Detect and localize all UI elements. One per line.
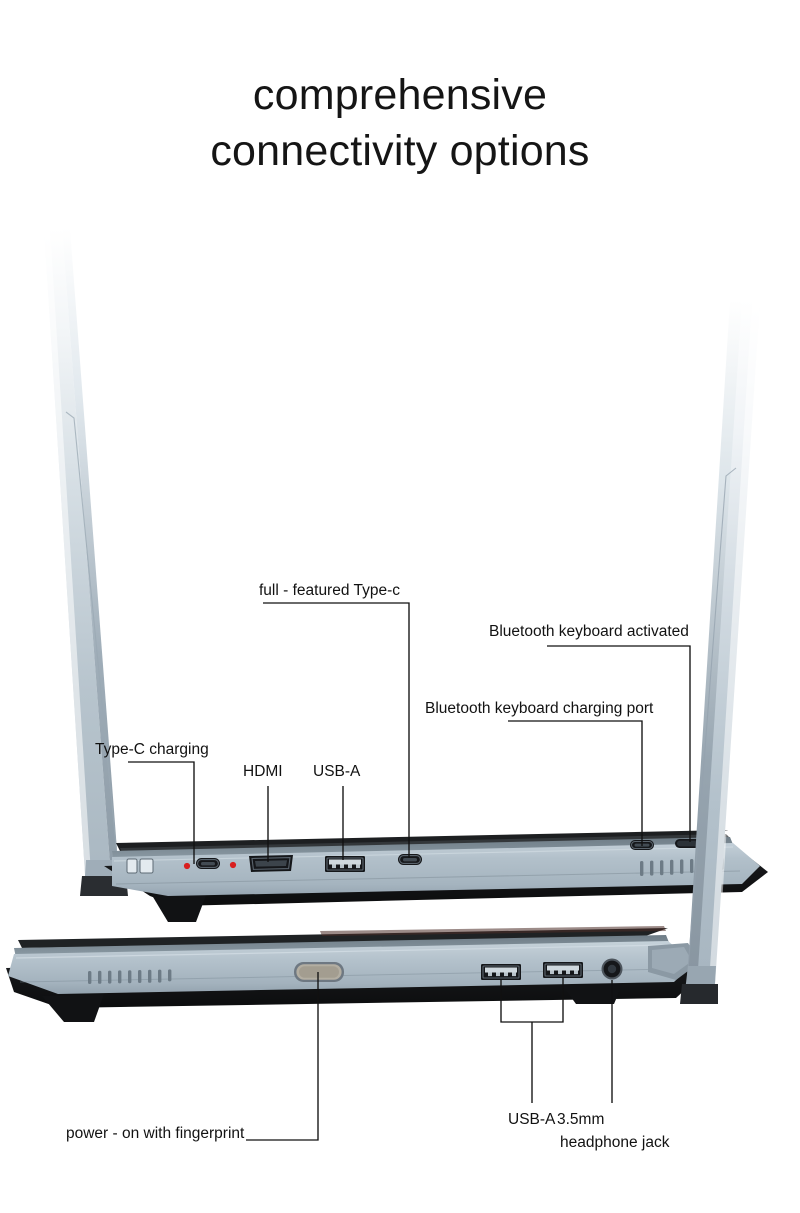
leader-full-featured-type-c (263, 602, 410, 858)
callout-label-hdmi: HDMI (243, 763, 283, 780)
leader-bt-kb-charging (508, 720, 643, 846)
port-audio-jack (601, 958, 623, 980)
lower-vent-slots (88, 969, 172, 984)
port-usb-a-upper (325, 856, 365, 872)
leader-bt-kb-activated (547, 645, 691, 842)
callout-label-type-c-charging: Type-C charging (95, 741, 209, 758)
leader-power-button (246, 972, 319, 1141)
callout-label-full-featured-type-c: full - featured Type-c (259, 582, 401, 599)
callout-label-bluetooth-keyboard-activated: Bluetooth keyboard activated (489, 623, 689, 640)
callout-label-usb-a-lower: USB-A (508, 1111, 556, 1128)
callout-label-power-on-with-fingerprint: power - on with fingerprint (66, 1125, 245, 1142)
indicator-bluetooth-keyboard-activated (675, 839, 701, 848)
port-usb-c-charging (196, 858, 220, 869)
port-usb-a-lower-1 (481, 964, 521, 980)
power-button-fingerprint (294, 962, 344, 982)
callout-label-usb-a-upper: USB-A (313, 763, 361, 780)
port-hdmi (249, 855, 293, 872)
page-title: comprehensive connectivity options (210, 71, 590, 175)
leader-type-c-charging (128, 761, 195, 864)
left-screen-panel (44, 228, 128, 896)
port-usb-c-full-featured (398, 854, 422, 865)
lower-laptop-body (6, 926, 700, 1022)
leader-lines (128, 602, 691, 1141)
callout-label-bluetooth-keyboard-charging-port: Bluetooth keyboard charging port (425, 700, 654, 717)
led-indicator-red-2 (229, 861, 237, 869)
callout-label-headphone-jack-line1: 3.5mm (557, 1111, 605, 1128)
led-indicator-red-1 (183, 862, 191, 870)
right-screen-panel (680, 300, 760, 1004)
left-end-slots (126, 858, 154, 874)
port-usb-a-lower-2 (543, 962, 583, 978)
callout-label-headphone-jack-line2: headphone jack (560, 1134, 670, 1151)
upper-laptop-body (104, 830, 768, 922)
